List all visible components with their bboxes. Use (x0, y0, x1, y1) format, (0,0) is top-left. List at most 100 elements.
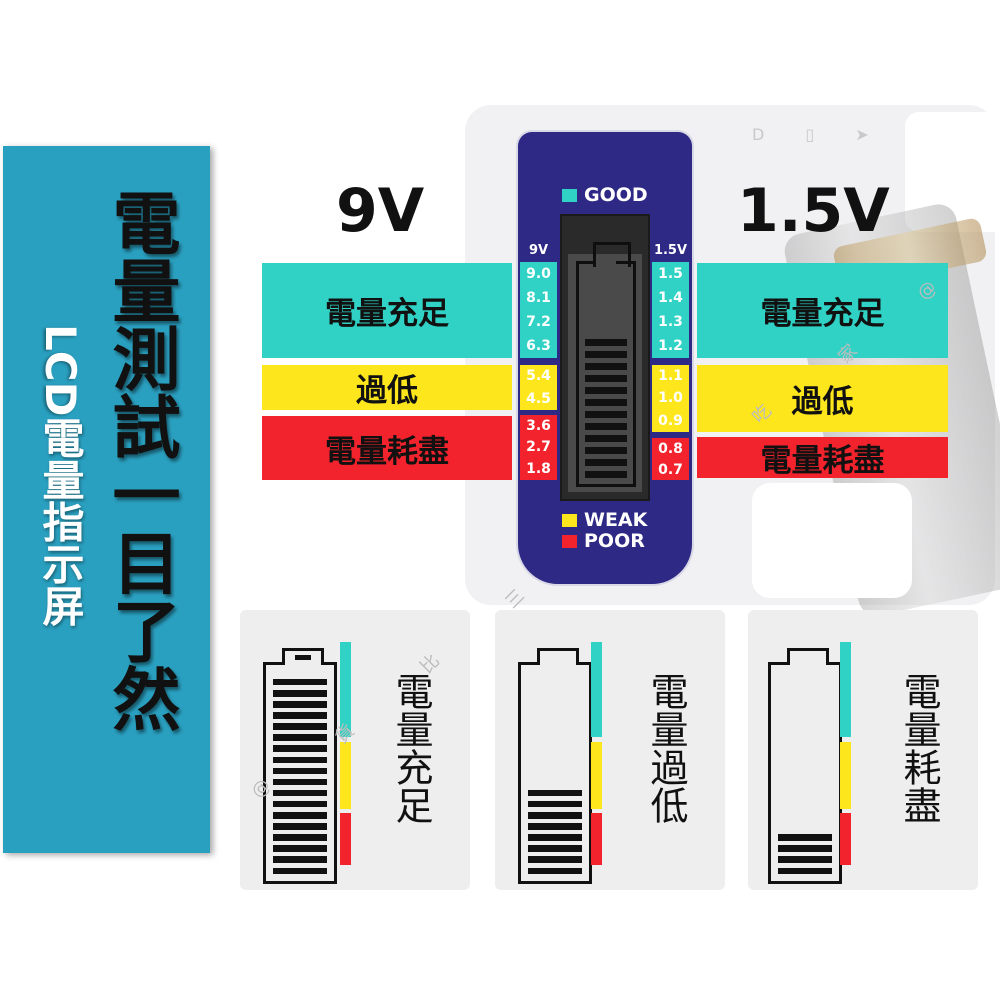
lcd-bar (585, 411, 627, 418)
card-label: 電量充足 (389, 672, 433, 824)
yellow-swatch-icon (562, 513, 577, 527)
scale-value: 0.9 (658, 412, 683, 429)
lcd-battery-cap (593, 242, 631, 267)
legend-good-label: GOOD (584, 184, 648, 206)
battery-bar (778, 834, 832, 841)
scale-value: 3.6 (526, 417, 551, 434)
lcd-bar (585, 447, 627, 454)
legend-weak-label: WEAK (584, 509, 648, 531)
card-label: 電量耗盡 (897, 672, 941, 824)
card-full-charge: 電量充足 (240, 610, 470, 890)
level-color-strip (340, 642, 351, 865)
level-color-strip (840, 642, 851, 865)
heading-9v: 9V (336, 176, 425, 246)
battery-bar (273, 845, 327, 852)
lcd-bar (585, 399, 627, 406)
battery-bar (273, 690, 327, 697)
scale-value: 8.1 (526, 290, 551, 306)
battery-level-bars (528, 789, 582, 874)
scale-value: 0.7 (658, 461, 683, 478)
card-depleted: 電量耗盡 (748, 610, 978, 890)
battery-full-icon (263, 648, 337, 884)
level-color-strip (591, 642, 602, 865)
battery-bar (273, 745, 327, 752)
battery-bar (273, 723, 327, 730)
battery-bar (273, 867, 327, 874)
scale-1-5v-poor: 0.8 0.7 (652, 438, 689, 480)
battery-bar (273, 756, 327, 764)
background-device-notch (905, 112, 1000, 232)
band-label: 電量充足 (325, 296, 449, 332)
lcd-battery-icon (576, 242, 636, 487)
scale-9v-weak: 5.4 4.5 (520, 365, 557, 410)
scale-1-5v-good: 1.5 1.4 1.3 1.2 (652, 262, 689, 358)
lcd-level-bars (585, 339, 627, 478)
battery-bar (273, 789, 327, 797)
red-swatch-icon (562, 534, 577, 548)
scale-1-5v-header: 1.5V (653, 242, 688, 258)
band-label: 電量耗盡 (760, 443, 885, 479)
band-label: 電量充足 (760, 296, 885, 332)
battery-bar (528, 834, 582, 841)
battery-cap (537, 648, 579, 665)
scale-value: 5.4 (526, 368, 551, 385)
scale-value: 4.5 (526, 390, 551, 407)
scale-value: 0.8 (658, 440, 683, 457)
battery-bar (528, 812, 582, 819)
lcd-bar (585, 363, 627, 370)
main-title: 電量測試一目了然 (100, 188, 179, 732)
battery-bar (778, 867, 832, 874)
background-device-icons: D ▯ ➤ (752, 125, 887, 144)
scale-value: 2.7 (526, 439, 551, 456)
card-label: 電量過低 (644, 672, 688, 824)
teal-swatch-icon (562, 188, 577, 202)
battery-bar (528, 823, 582, 830)
scale-9v: 9V 9.0 8.1 7.2 6.3 5.4 4.5 3.6 2.7 1.8 (520, 238, 557, 480)
scale-1-5v: 1.5V 1.5 1.4 1.3 1.2 1.1 1.0 0.9 0.8 0.7 (652, 238, 689, 480)
battery-bar (528, 789, 582, 797)
scale-1-5v-weak: 1.1 1.0 0.9 (652, 365, 689, 432)
battery-level-bars (778, 834, 832, 874)
band-label: 電量耗盡 (325, 433, 449, 470)
scale-value: 1.0 (658, 390, 683, 407)
battery-bar (273, 701, 327, 708)
band-1-5v-low: 過低 (697, 365, 948, 432)
battery-bar (528, 867, 582, 874)
lcd-bar (585, 387, 627, 394)
scale-value: 1.5 (658, 266, 683, 282)
scale-value: 1.4 (658, 290, 683, 306)
subtitle: LCD電量指示屏 (36, 324, 85, 627)
scale-value: 1.2 (658, 338, 683, 354)
scale-value: 1.3 (658, 314, 683, 330)
band-9v-empty: 電量耗盡 (262, 416, 512, 480)
band-1-5v-empty: 電量耗盡 (697, 437, 948, 479)
side-title-panel: 電量測試一目了然 LCD電量指示屏 (3, 146, 210, 853)
scale-9v-good: 9.0 8.1 7.2 6.3 (520, 262, 557, 358)
background-device-cutout (752, 483, 912, 598)
battery-bar (778, 845, 832, 852)
lcd-bar (585, 375, 627, 382)
battery-bar (273, 767, 327, 775)
battery-bar (273, 678, 327, 686)
band-9v-low: 過低 (262, 365, 512, 410)
battery-empty-icon (768, 648, 842, 884)
scale-value: 1.1 (658, 368, 683, 385)
lcd-bar (585, 471, 627, 478)
legend-poor: POOR (562, 530, 645, 552)
lcd-bar (585, 351, 627, 358)
lcd-bar (585, 435, 627, 442)
lcd-bar (585, 339, 627, 346)
legend-weak: WEAK (562, 509, 647, 531)
battery-bar (528, 800, 582, 808)
battery-low-icon (518, 648, 592, 884)
battery-bar (273, 778, 327, 786)
battery-bar (273, 834, 327, 841)
band-9v-full: 電量充足 (262, 263, 512, 358)
legend-poor-label: POOR (584, 530, 645, 552)
scale-9v-header: 9V (528, 242, 549, 258)
battery-bar (273, 856, 327, 863)
battery-bar (273, 812, 327, 819)
lcd-bar (585, 459, 627, 466)
lcd-screen (560, 214, 650, 501)
scale-value: 1.8 (526, 461, 551, 478)
